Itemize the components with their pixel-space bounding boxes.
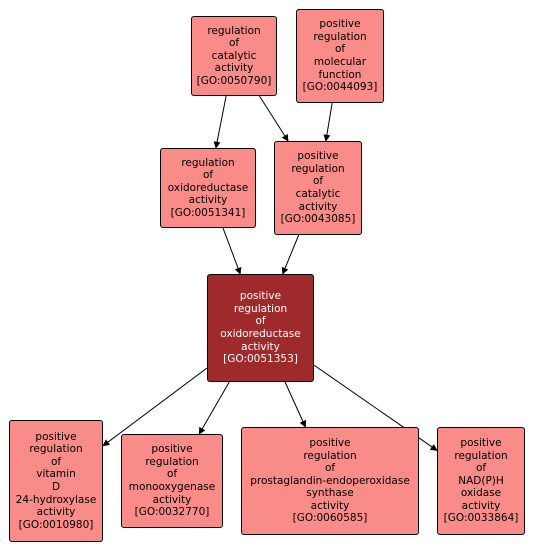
node-label-line: molecular: [313, 56, 367, 68]
edge-n0051341-to-n0051353: [222, 227, 242, 275]
node-label-line: positive: [239, 290, 282, 303]
node-label-line: [GO:0010980]: [18, 518, 94, 531]
node-label-line: activity: [214, 62, 254, 75]
edge-n0051353-to-n0060585: [284, 381, 307, 428]
node-label-line: activity: [298, 200, 338, 213]
node-label-line: vitamin: [36, 468, 76, 481]
node-label-line: positive: [297, 150, 339, 163]
node-label-line: activity: [241, 340, 280, 353]
node-label-line: monooxygenase: [128, 481, 216, 493]
node-label-line: positive: [460, 436, 502, 449]
node-label-line: regulation: [313, 30, 367, 43]
node-label-line: function: [318, 68, 362, 81]
node-label-line: of: [312, 175, 324, 188]
node-label-line: catalytic: [211, 49, 257, 62]
edge-n0051353-to-n0010980: [102, 367, 208, 447]
node-label-line: [GO:0060585]: [292, 512, 368, 525]
node-label-line: [GO:0044093]: [302, 81, 378, 94]
edge-n0044093-to-n0043085: [323, 102, 333, 142]
node-label-line: D: [51, 481, 61, 493]
node-label-line: activity: [310, 499, 350, 512]
node-label-line: [GO:0051353]: [223, 353, 298, 366]
node-label-line: regulation: [181, 156, 235, 169]
node-label-line: of: [166, 468, 178, 481]
node-label-line: regulation: [291, 162, 345, 175]
node-label-line: regulation: [207, 24, 261, 37]
node-label-line: of: [475, 462, 487, 475]
node-label-line: regulation: [303, 449, 357, 462]
node-label-line: [GO:0051341]: [170, 206, 246, 219]
node-label-line: activity: [152, 493, 192, 506]
node-label-line: positive: [309, 436, 351, 449]
edge-n0050790-to-n0051341: [213, 95, 227, 149]
node-label-line: catalytic: [295, 188, 341, 200]
node-label-line: positive: [35, 430, 77, 443]
edge-n0050790-to-n0043085: [259, 95, 289, 142]
node-label-line: of: [255, 315, 266, 328]
node-label-line: of: [324, 462, 336, 475]
node-label-line: of: [228, 37, 240, 50]
node-label-line: activity: [461, 499, 501, 512]
edge-n0043085-to-n0051353: [281, 234, 300, 275]
node-label-line: of: [202, 169, 214, 182]
node-label-line: synthase: [306, 487, 354, 500]
node-label-line: activity: [188, 194, 228, 207]
node-label-line: regulation: [145, 455, 199, 468]
node-label-line: regulation: [454, 449, 508, 462]
node-label-line: prostaglandin-endoperoxidase: [250, 474, 410, 487]
node-label-line: positive: [319, 18, 361, 31]
edge-n0051353-to-n0032770: [198, 381, 230, 435]
node-label-line: [GO:0050790]: [196, 74, 272, 87]
node-label-line: activity: [36, 506, 76, 519]
node-label-line: oxidase: [460, 487, 502, 500]
node-label-line: oxidoreductase: [167, 181, 249, 194]
node-label-line: positive: [151, 443, 193, 456]
node-label-line: [GO:0043085]: [280, 213, 356, 226]
node-label-line: [GO:0032770]: [134, 506, 210, 519]
node-label-line: regulation: [29, 443, 83, 456]
node-label-line: of: [334, 43, 346, 56]
node-label-line: [GO:0033864]: [443, 512, 519, 525]
node-label-line: of: [50, 455, 62, 468]
node-label-line: regulation: [233, 302, 288, 315]
node-label-line: 24-hydroxylase: [15, 493, 97, 506]
node-label-line: oxidoreductase: [220, 328, 301, 340]
node-label-line: NAD(P)H: [458, 474, 504, 487]
